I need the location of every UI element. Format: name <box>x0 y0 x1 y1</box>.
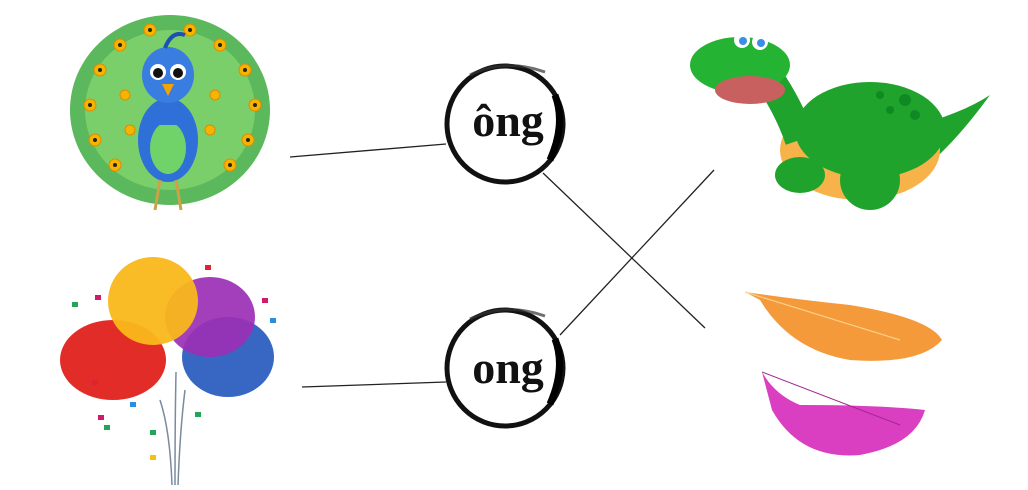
orange-feather-icon <box>745 292 942 361</box>
line-peacock-to-ong-hat <box>289 143 447 158</box>
word-circle-ong-hat <box>444 63 566 185</box>
word-circle-ong <box>444 307 566 429</box>
peacock-body-icon <box>138 31 198 211</box>
dinosaur-body-icon <box>795 82 945 178</box>
balloons-picture[interactable] <box>60 257 276 486</box>
line-ong-to-dinosaur <box>559 169 715 336</box>
confetti-icon <box>72 265 276 460</box>
line-balloons-to-ong <box>301 381 447 388</box>
dinosaur-picture[interactable] <box>690 32 990 210</box>
word-ong-hat[interactable]: ông <box>472 95 544 146</box>
yellow-balloon-icon <box>108 257 198 345</box>
peacock-picture[interactable] <box>70 15 270 211</box>
word-ong[interactable]: ong <box>472 342 544 393</box>
feathers-picture[interactable] <box>744 291 942 456</box>
balloon-strings-icon <box>159 371 186 486</box>
line-ong-hat-to-feathers <box>542 172 706 329</box>
pink-feather-icon <box>762 372 925 456</box>
